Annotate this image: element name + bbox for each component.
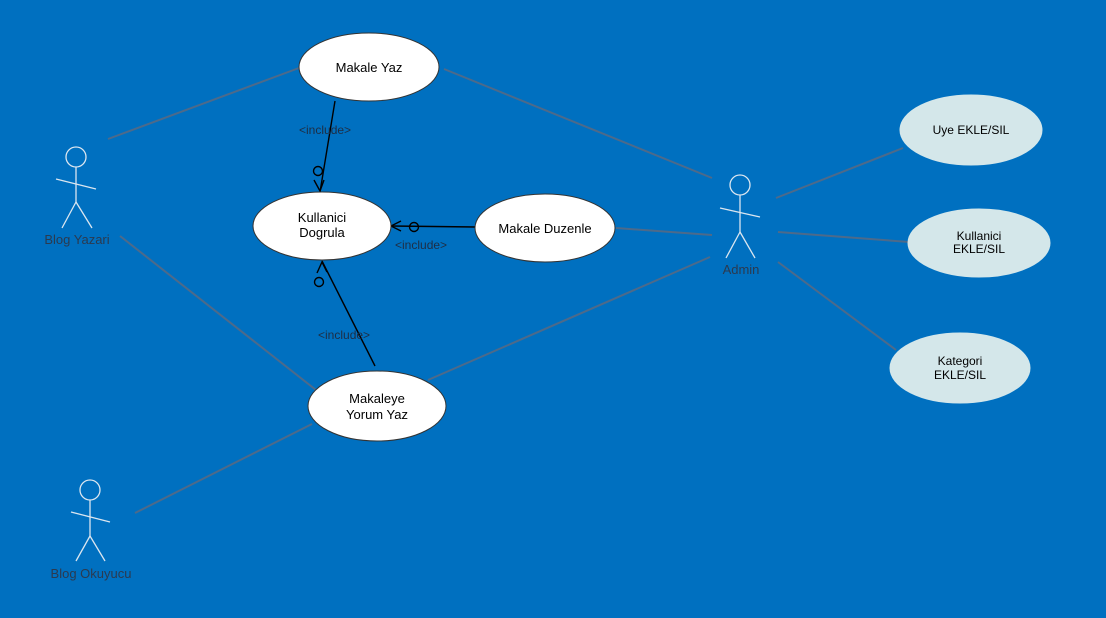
use-case-label-line1: Kullanici [298,210,347,225]
use-case-makale-duzenle[interactable]: Makale Duzenle [474,193,616,263]
use-case-label: Uye EKLE/SIL [933,123,1010,137]
assoc-yazari-yorum-yaz [119,235,317,391]
actor-admin[interactable] [719,174,761,259]
actor-head-icon [65,146,87,168]
use-case-kullanici-ekle-sil[interactable]: Kullanici EKLE/SIL [907,208,1051,278]
assoc-admin-makale-duzenle [615,227,713,236]
include-label-makale-yaz: <include> [299,123,351,137]
use-case-label: Makale Duzenle [498,221,591,236]
include-line-yorum-yaz [321,260,376,367]
include-line-makale-duzenle [390,225,477,228]
assoc-admin-kategori [777,261,897,351]
use-case-uye-ekle-sil[interactable]: Uye EKLE/SIL [899,94,1043,166]
actor-label-blog-okuyucu: Blog Okuyucu [51,566,132,581]
assoc-admin-uye [775,147,904,199]
use-case-label-line1: Kullanici [957,229,1002,243]
include-end-circle [313,276,325,288]
actor-label-blog-yazari: Blog Yazari [44,232,109,247]
actor-blog-okuyucu[interactable] [70,479,111,562]
include-relations [312,100,477,367]
include-end-circle [312,165,324,177]
use-case-kategori-ekle-sil[interactable]: Kategori EKLE/SIL [889,332,1031,404]
use-case-label-line2: Yorum Yaz [346,407,408,422]
use-case-label: Makale Yaz [336,60,403,75]
actor-blog-yazari[interactable] [55,146,97,229]
include-arrowhead [313,179,325,193]
include-line-makale-yaz [319,100,336,193]
assoc-okuyucu-yorum-yaz [134,423,313,514]
use-case-label-line1: Makaleye [349,391,405,406]
use-case-label-line2: EKLE/SIL [953,242,1005,256]
use-case-kullanici-dogrula[interactable]: Kullanici Dogrula [252,191,392,261]
assoc-admin-kullanici [777,231,910,243]
assoc-admin-yorum-yaz [427,256,711,381]
use-case-label-line2: Dogrula [299,225,345,240]
include-label-makale-duzenle: <include> [395,238,447,252]
include-label-yorum-yaz: <include> [318,328,370,342]
assoc-yazari-makale-yaz [107,67,300,140]
assoc-admin-makale-yaz [443,68,713,179]
use-case-makaleye-yorum-yaz[interactable]: Makaleye Yorum Yaz [307,370,447,442]
use-case-makale-yaz[interactable]: Makale Yaz [298,32,440,102]
include-arrowhead [316,260,328,274]
use-case-label-line1: Kategori [938,354,983,368]
association-lines [107,67,910,514]
actor-head-icon [79,479,101,501]
include-end-circle [408,221,420,233]
actor-head-icon [729,174,751,196]
actor-label-admin: Admin [723,262,760,277]
use-case-label-line2: EKLE/SIL [934,368,986,382]
